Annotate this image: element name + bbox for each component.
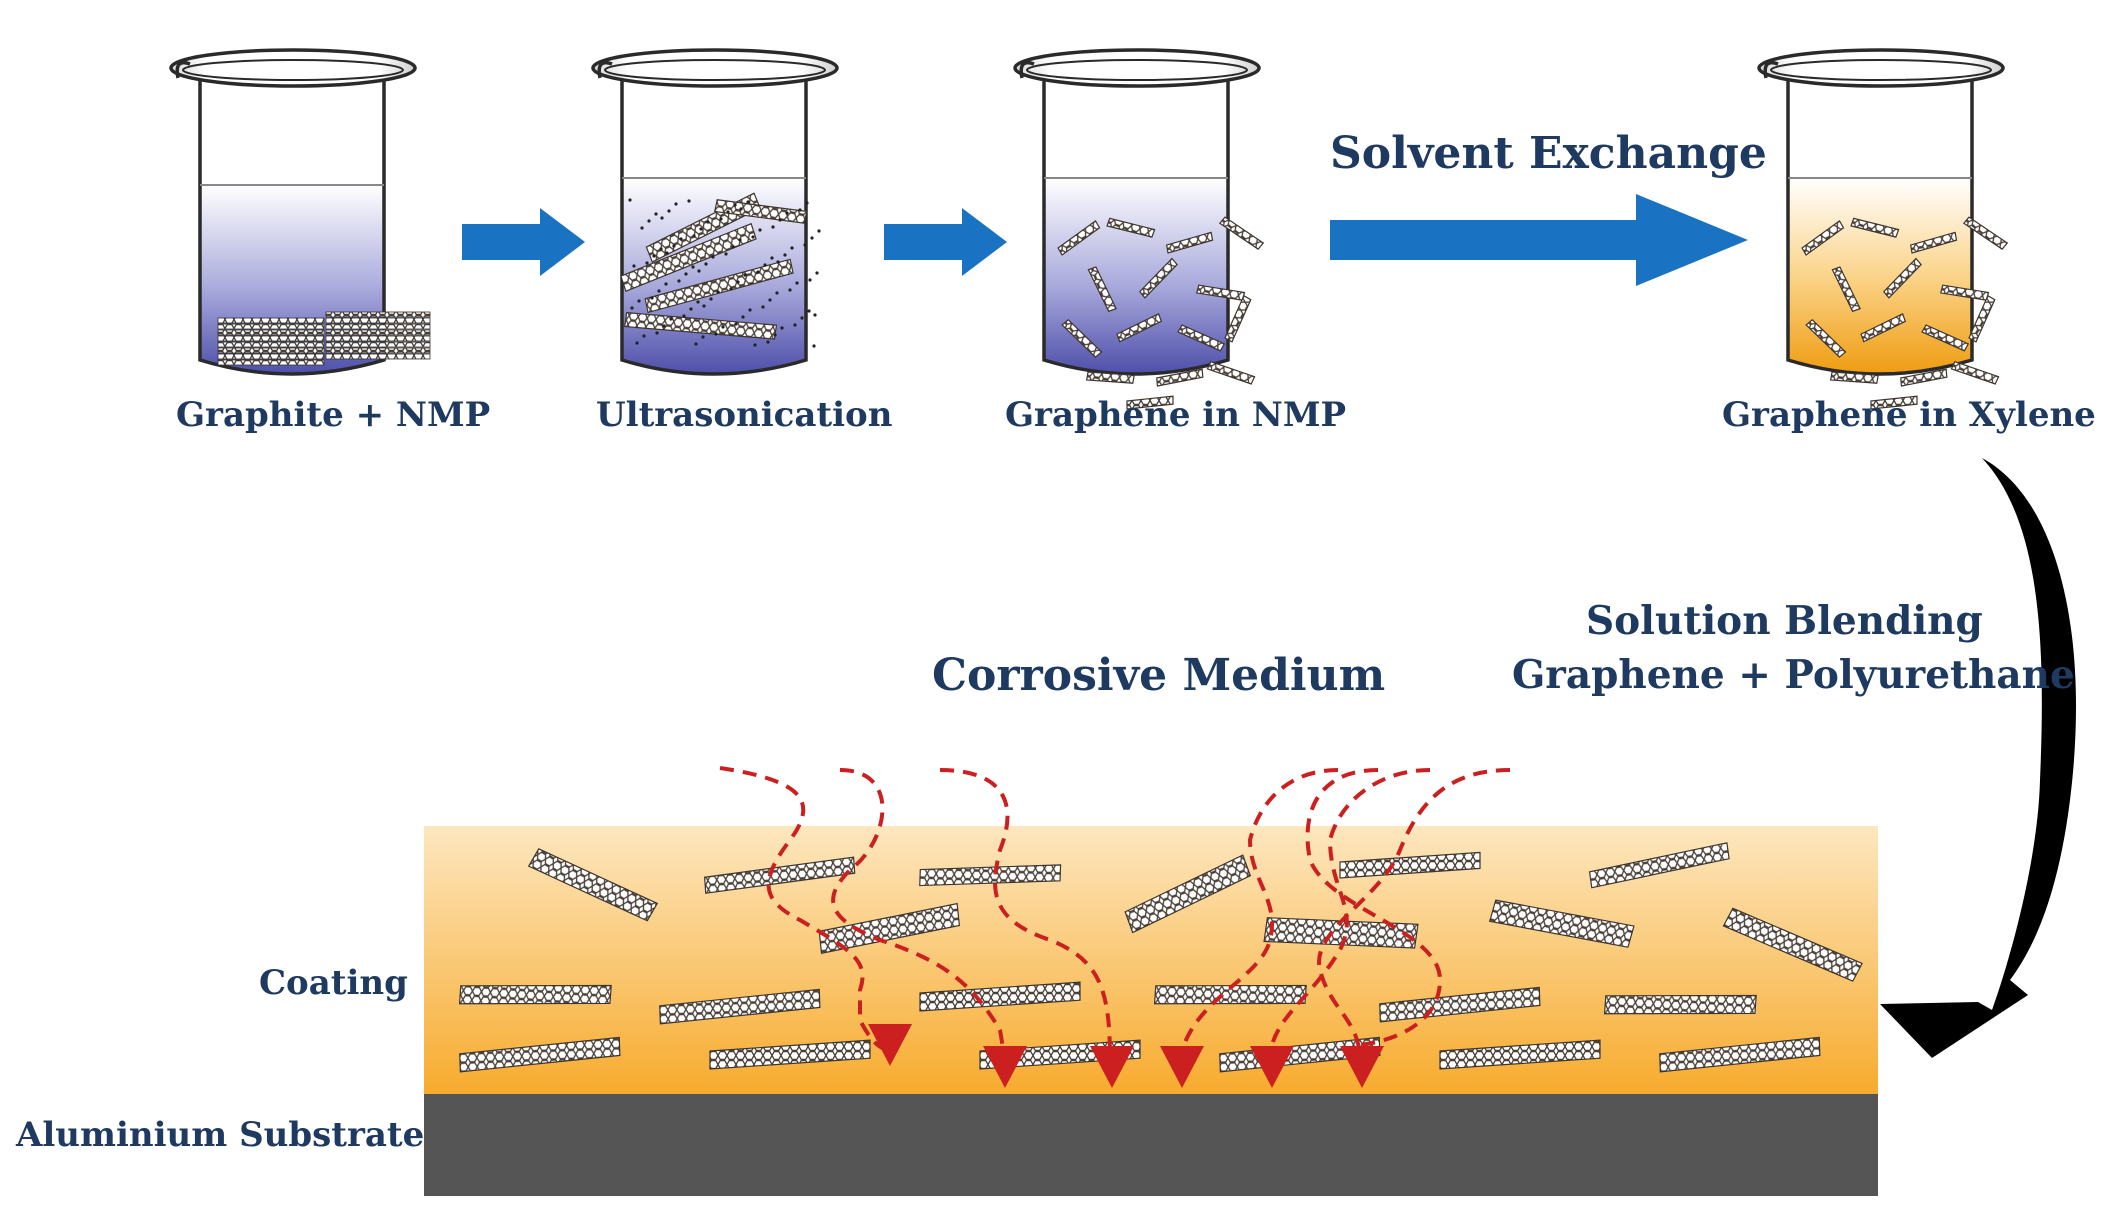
substrate-label: Aluminium Substrate: [16, 1118, 424, 1152]
beaker-graphite-nmp: [171, 50, 430, 374]
step-label-graphite-nmp: Graphite + NMP: [176, 398, 490, 432]
solvent-exchange-label: Solvent Exchange: [1330, 132, 1767, 176]
graphene-polyurethane-label: Graphene + Polyurethane: [1512, 656, 2075, 695]
solution-blending-label: Solution Blending: [1586, 602, 1983, 641]
process-arrow-1: [462, 208, 585, 276]
solvent-liquid: [1788, 178, 1972, 373]
beaker-graphene-nmp: [1015, 50, 1263, 409]
blending-curved-arrow: [1880, 458, 2076, 1058]
beaker-graphene-xylene: [1759, 50, 2007, 409]
graphite-stack: [218, 312, 430, 365]
corrosive-medium-label: Corrosive Medium: [932, 654, 1385, 698]
step-label-graphene-xylene: Graphene in Xylene: [1722, 398, 2096, 432]
solvent-liquid: [1044, 178, 1228, 373]
aluminium-substrate: [424, 1094, 1878, 1196]
coating-label: Coating: [259, 966, 408, 1000]
step-label-graphene-nmp: Graphene in NMP: [1005, 398, 1346, 432]
beaker-ultrasonication: [593, 50, 837, 374]
step-label-ultrasonication: Ultrasonication: [596, 398, 892, 432]
solvent-exchange-arrow: [1330, 194, 1748, 286]
process-arrow-2: [884, 208, 1007, 276]
